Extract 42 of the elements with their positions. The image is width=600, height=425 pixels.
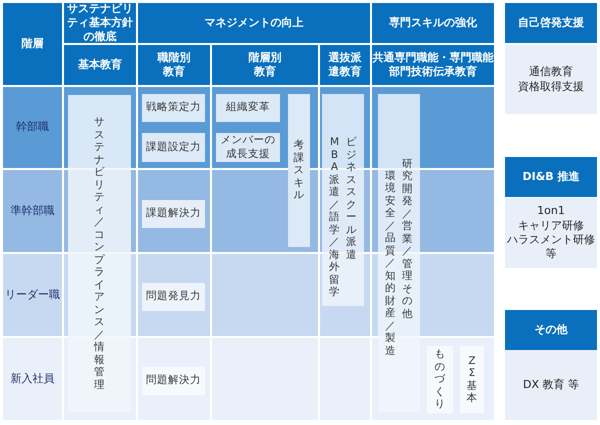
row-header-cell: 準幹部職	[3, 170, 62, 252]
list-item: キャリア研修	[517, 218, 585, 233]
row-header-cell: リーダー職	[3, 254, 62, 336]
vertical-label-box	[322, 94, 364, 306]
vertical-text: 環境安全／品質／知的財産／製造	[385, 170, 396, 358]
header-cell: 階層	[3, 3, 62, 85]
header-cell: その他	[505, 310, 597, 350]
list-item: ハラスメント研修等	[507, 233, 595, 262]
vertical-text: ビジネススクール派遣	[346, 136, 357, 262]
vertical-text: 研究開発／営業／管理その他	[402, 158, 413, 320]
vertical-label-box	[378, 94, 420, 412]
vertical-text: ものづくり	[434, 348, 446, 411]
vertical-text: サステナビリティ／コンプライアンス／情報管理	[94, 116, 105, 391]
header-cell: 階層別教育	[212, 45, 318, 85]
skill-box: 問題解決力	[142, 367, 205, 395]
header-cell: 基本教育	[64, 45, 136, 85]
header-cell: 職階別教育	[138, 45, 210, 85]
skill-box: 課題解決力	[142, 200, 205, 228]
skill-box: 課題設定力	[142, 133, 205, 162]
header-cell: 専門スキルの強化	[372, 3, 494, 43]
skill-box: 問題発見力	[142, 283, 205, 311]
header-cell: 選抜派遣教育	[320, 45, 370, 85]
header-cell: サステナビリティ基本方針の徹底	[64, 3, 136, 43]
header-cell: 共通専門職能・専門職能部門技術伝承教育	[372, 45, 494, 85]
header-cell: マネジメントの向上	[138, 3, 370, 43]
vertical-label-box	[288, 94, 310, 247]
vertical-label-box	[68, 95, 131, 412]
content-panel	[505, 198, 597, 268]
row-header-cell: 新入社員	[3, 338, 62, 420]
list-item: 通信教育	[529, 65, 573, 80]
header-cell: DI&B 推進	[505, 157, 597, 197]
vertical-text: MBA派遣／語学／海外留学	[329, 136, 340, 299]
header-cell: 自己啓発支援	[505, 3, 597, 43]
skill-box: 組織変革	[216, 94, 280, 122]
vertical-text: 考課スキル	[294, 139, 304, 202]
row-header-cell: 幹部職	[3, 87, 62, 168]
skill-box: メンバーの成長支援	[216, 133, 280, 162]
content-panel: DX 教育 等	[505, 350, 597, 420]
skill-box: 戦略策定力	[142, 94, 205, 122]
list-item: 資格取得支援	[518, 80, 584, 94]
list-item: 1on1	[536, 204, 566, 219]
vertical-text: ZΣ基本	[466, 354, 478, 404]
